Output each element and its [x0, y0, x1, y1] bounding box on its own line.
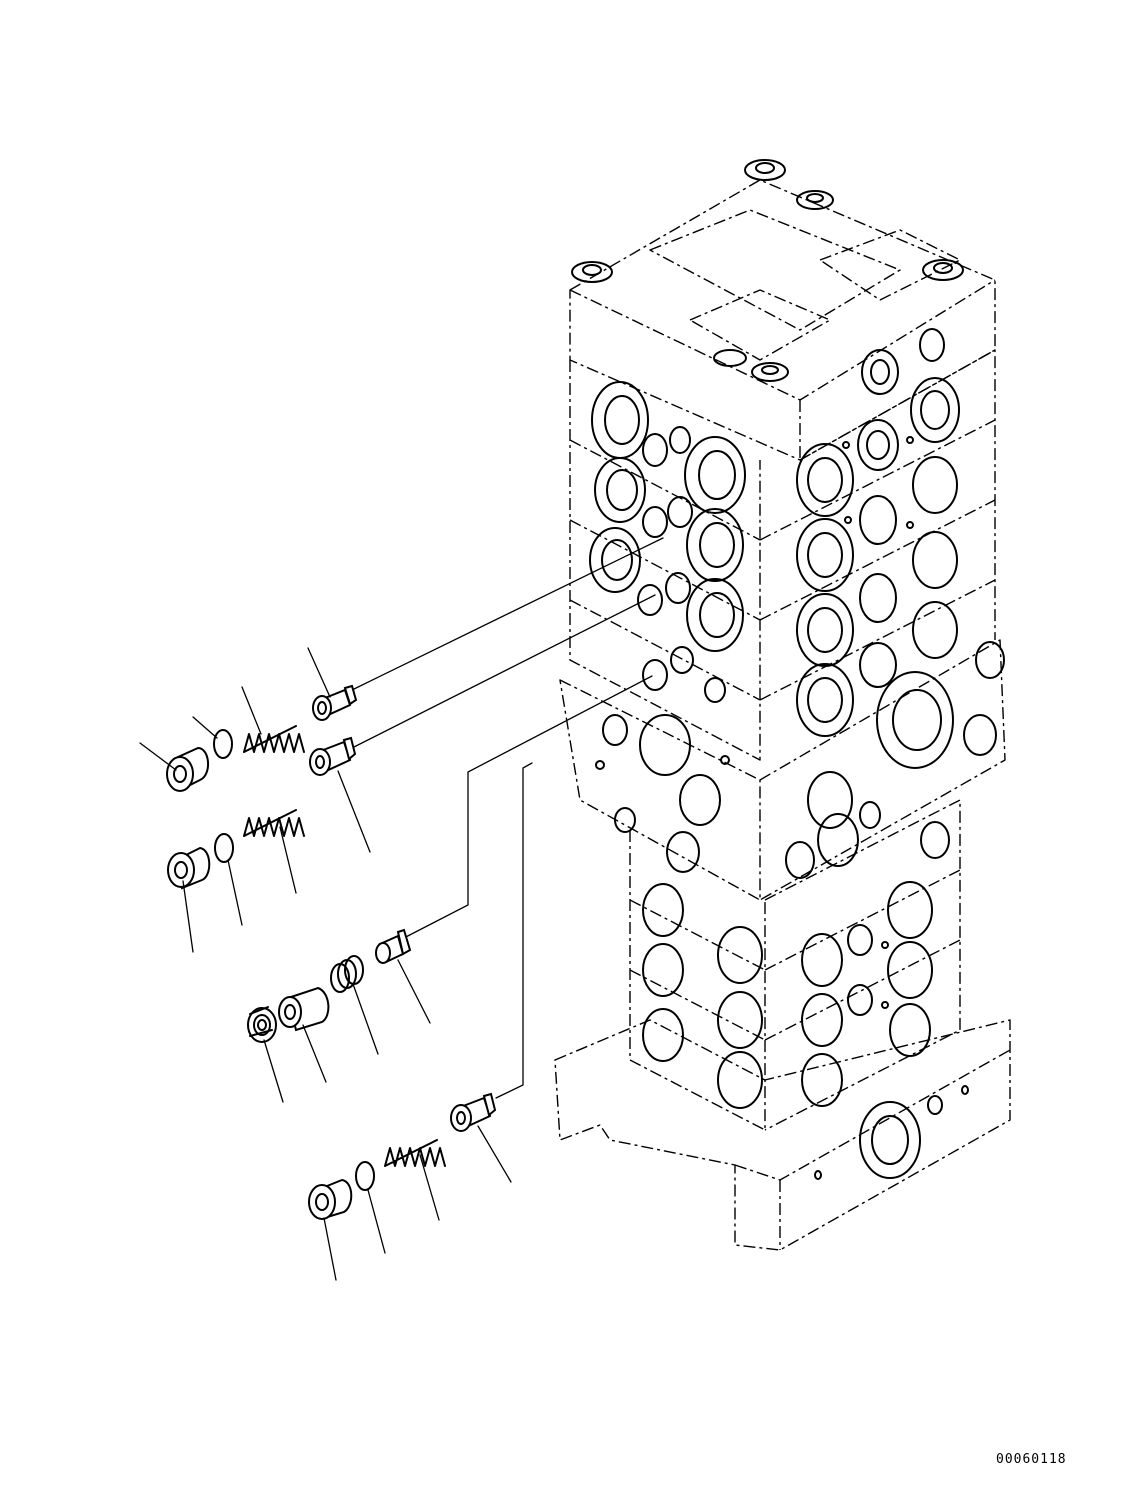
poppet-2 — [309, 736, 357, 776]
part-group-3 — [247, 928, 412, 1043]
spring-4 — [384, 1139, 446, 1167]
part-group-1 — [166, 684, 358, 792]
poppet-3 — [375, 928, 412, 964]
poppet-1 — [312, 684, 358, 721]
o-ring-4 — [355, 1161, 375, 1191]
part-group-4 — [308, 1092, 497, 1220]
o-ring-1 — [213, 729, 233, 759]
o-ring-2 — [214, 833, 234, 863]
callout-leaders — [139, 647, 512, 1281]
valve-assembly — [554, 159, 1011, 1251]
plug-2 — [167, 846, 211, 890]
body-3 — [278, 986, 330, 1032]
spring-1 — [243, 725, 305, 753]
right-face-ports — [796, 328, 960, 737]
plug-3 — [247, 1006, 277, 1043]
plug-1 — [166, 746, 209, 792]
spring-3 — [330, 955, 364, 993]
figure-id: 00060118 — [996, 1452, 1067, 1467]
poppet-4 — [450, 1092, 497, 1132]
part-group-2 — [167, 736, 357, 890]
left-face-ports — [589, 381, 746, 703]
plug-4 — [308, 1178, 353, 1220]
spring-2 — [243, 809, 305, 837]
assembly-leaders — [351, 537, 664, 1099]
